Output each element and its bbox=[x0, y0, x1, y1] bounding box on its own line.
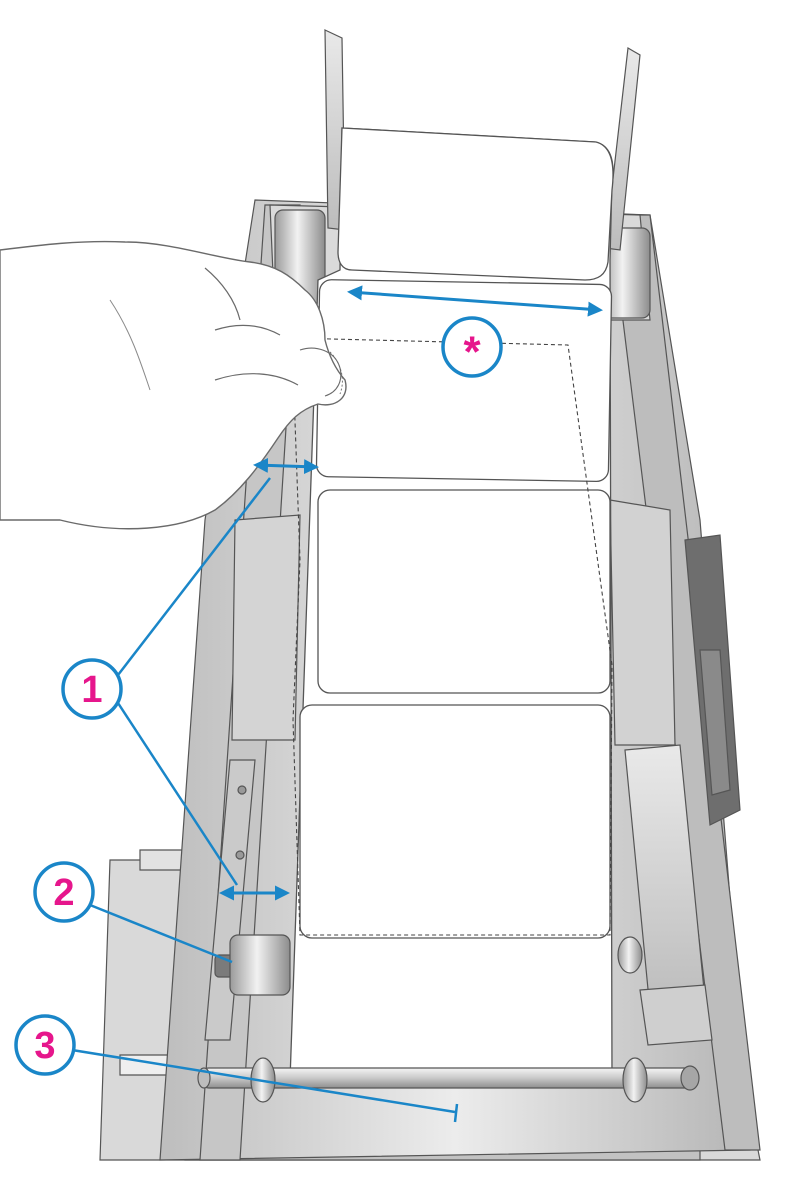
guide-roller bbox=[214, 934, 643, 996]
callout-2-label: 2 bbox=[53, 872, 74, 914]
callout-asterisk: * bbox=[441, 316, 503, 378]
guide-dashed-outline bbox=[291, 337, 613, 936]
callout-2: 2 bbox=[33, 861, 95, 923]
label-3 bbox=[299, 704, 611, 939]
leader-lines bbox=[71, 477, 459, 1123]
callout-3: 3 bbox=[14, 1014, 76, 1076]
hand-icon bbox=[0, 240, 347, 530]
callout-3-label: 3 bbox=[34, 1025, 55, 1067]
label-width-arrow bbox=[347, 285, 603, 317]
upper-gap-arrow bbox=[253, 457, 319, 475]
callout-asterisk-label: * bbox=[463, 328, 481, 377]
callout-1: 1 bbox=[61, 658, 123, 720]
callout-1-label: 1 bbox=[81, 669, 102, 711]
label-1 bbox=[315, 279, 613, 483]
labels bbox=[299, 279, 613, 939]
label-2 bbox=[317, 489, 611, 694]
